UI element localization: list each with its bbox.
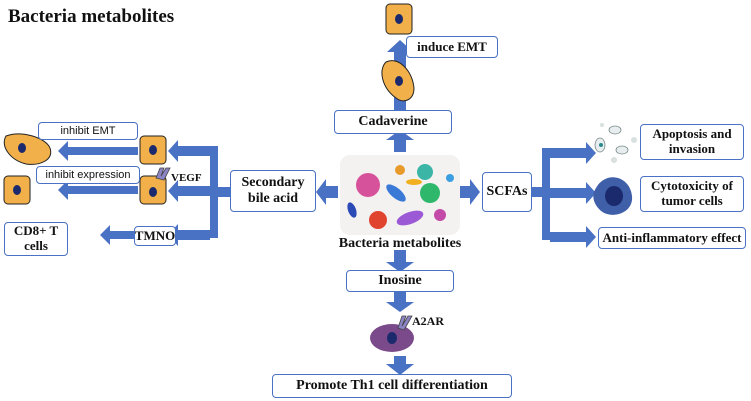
arrow-to-cadaverine: [386, 130, 414, 152]
arrow-to-scfas: [458, 179, 480, 205]
arrow-inhibit-emt: [58, 141, 138, 161]
apoptosis-cells-icon: [594, 123, 637, 163]
arrow-to-vegf-cell: [168, 180, 210, 202]
left-cell-right-top: [139, 135, 167, 165]
bacteria-cluster-icon: [340, 155, 460, 235]
inosine-box: Inosine: [346, 270, 454, 292]
vegf-receptor-icon: [155, 167, 171, 181]
left-cell-right-bottom: [139, 175, 167, 205]
arrow-inhibit-expression: [58, 180, 138, 200]
scfas-box: SCFAs: [482, 172, 532, 212]
emt-cell-mesenchymal: [381, 60, 415, 102]
diagram-title: Bacteria metabolites: [8, 6, 175, 27]
left-cell-left-bottom: [3, 175, 31, 205]
apoptosis-invasion-box: Apoptosis and invasion: [640, 124, 744, 160]
th1-cell-icon: [370, 315, 414, 352]
center-label: Bacteria metabolites: [338, 236, 462, 251]
arrow-to-tmno: [168, 224, 210, 246]
cadaverine-box: Cadaverine: [334, 110, 452, 134]
cd8-t-cells-box: CD8+ T cells: [4, 222, 68, 256]
arrow-to-a2ar-cell: [386, 290, 414, 312]
cytotoxicity-box: Cytotoxicity of tumor cells: [640, 176, 744, 212]
anti-inflammatory-box: Anti-inflammatory effect: [598, 227, 746, 249]
promote-th1-box: Promote Th1 cell differentiation: [272, 374, 512, 398]
inhibit-emt-box: inhibit EMT: [38, 122, 138, 140]
arrow-to-bile-acid: [316, 179, 338, 205]
emt-cell-top: [385, 3, 413, 35]
arrow-to-cytotoxicity: [550, 182, 596, 204]
arrow-to-cd8: [100, 225, 134, 245]
vegf-label: VEGF: [171, 172, 202, 184]
arrow-to-anti-inflammatory: [550, 226, 596, 248]
arrow-to-inosine: [386, 250, 414, 272]
a2ar-label: A2AR: [412, 314, 444, 328]
left-cell-left-top: [3, 133, 52, 165]
inhibit-expression-box: inhibit expression: [36, 166, 140, 184]
arrow-to-th1: [386, 356, 414, 375]
induce-emt-box: induce EMT: [406, 36, 498, 58]
arrow-to-apoptosis: [550, 142, 596, 164]
arrow-to-emt-cells: [168, 140, 210, 162]
tmno-box: TMNO: [134, 226, 176, 246]
tumor-cell-icon: [593, 177, 633, 215]
secondary-bile-acid-box: Secondary bile acid: [230, 170, 316, 212]
